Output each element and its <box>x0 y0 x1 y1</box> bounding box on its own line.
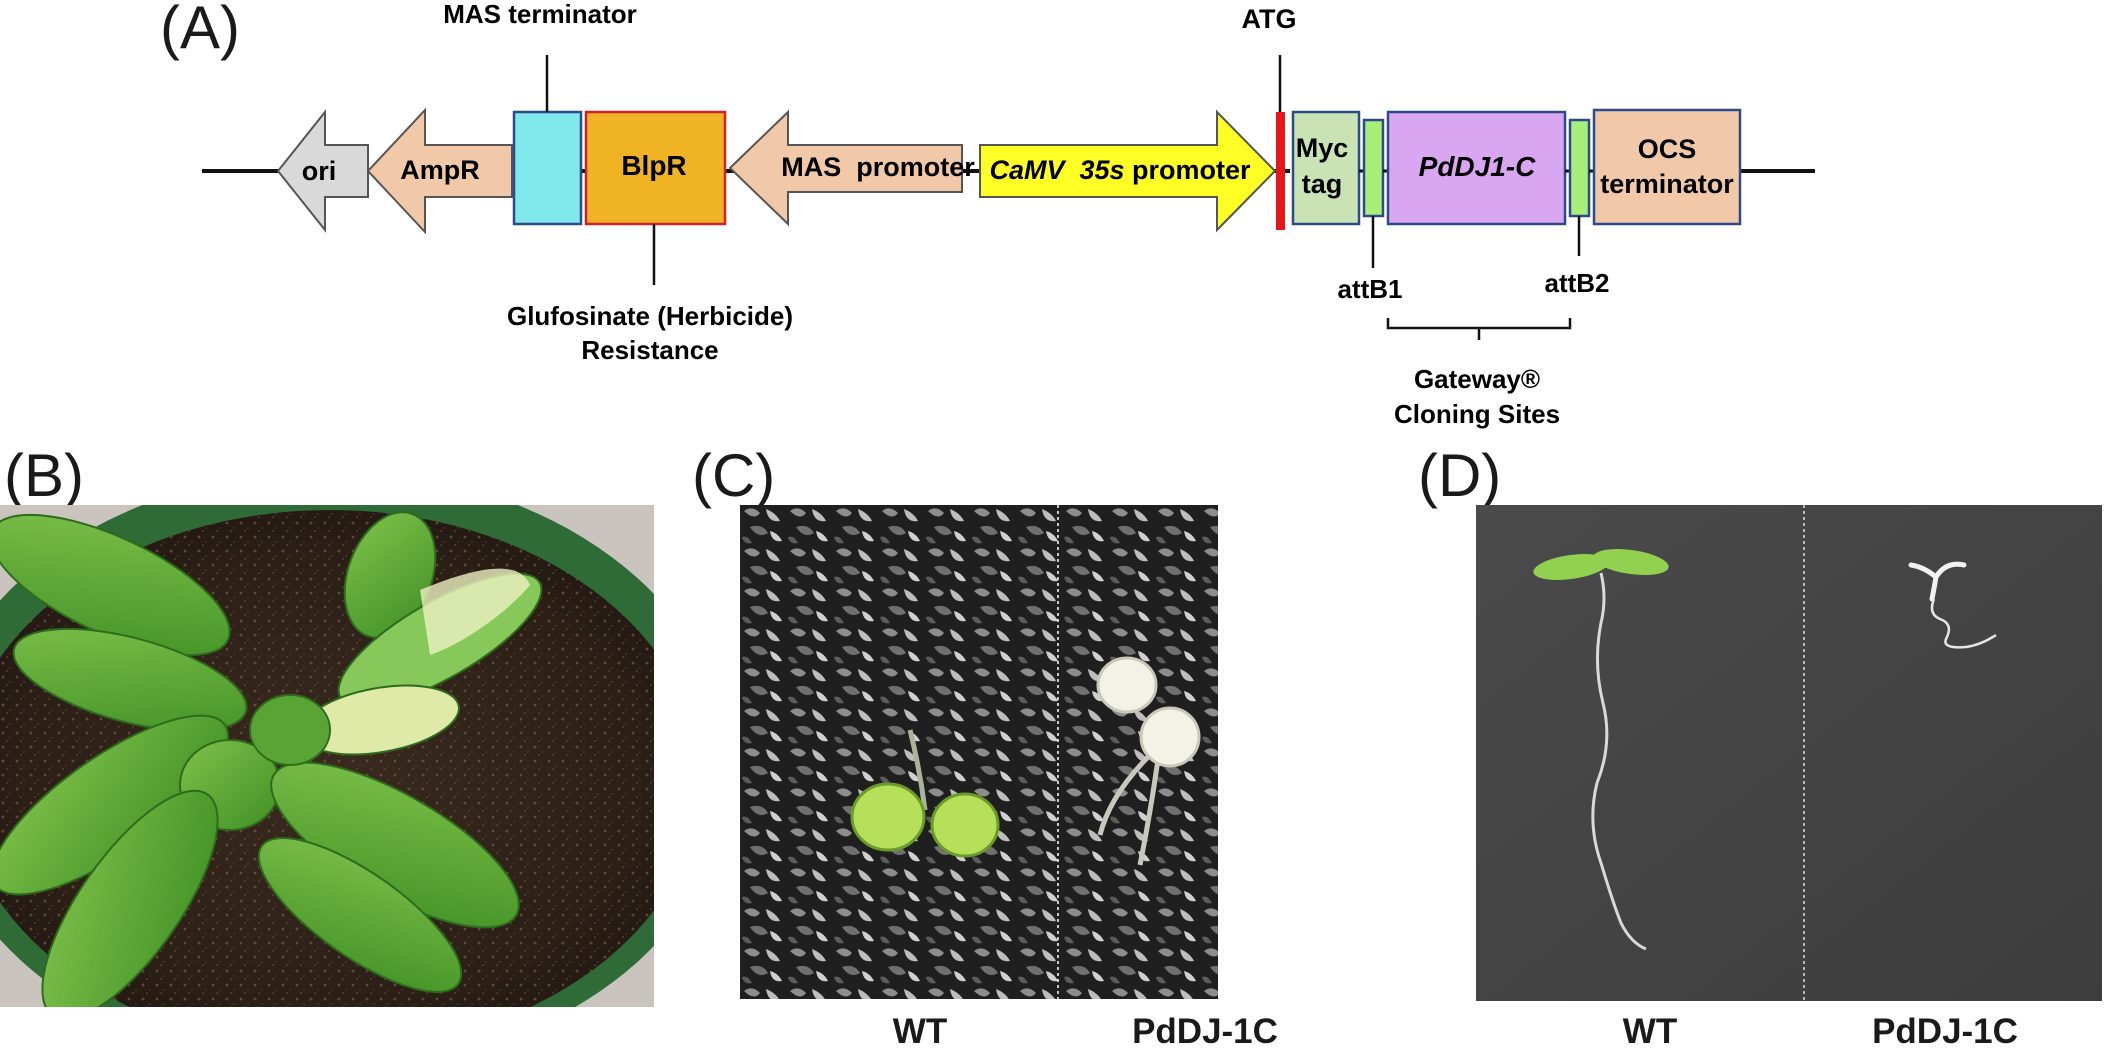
myc-tag-box <box>1291 110 1361 226</box>
mas-promoter-arrow <box>728 109 963 227</box>
panel-label-d: (D) <box>1418 442 1502 509</box>
glufosinate-label-line1: Glufosinate (Herbicide) <box>507 301 793 331</box>
wt-root <box>1591 572 1647 951</box>
mas-promoter-label: MAS promoter <box>781 152 975 182</box>
gateway-label-line1: Gateway® <box>1414 364 1540 394</box>
wt-cotyledon-right <box>930 792 1000 858</box>
seedling-soil-photo <box>740 505 1218 999</box>
camv-rest-text: promoter <box>1125 155 1252 185</box>
atg-bar <box>1276 112 1285 230</box>
ori-label: ori <box>302 156 337 186</box>
attb2-box <box>1568 118 1591 218</box>
caption-d-pddj: PdDJ-1C <box>1872 1012 2018 1051</box>
panel-label-c: (C) <box>692 442 776 509</box>
plate-bg <box>1476 505 2102 1001</box>
construct-diagram: ori AmpR MAS terminator BlpR Glufosinate… <box>202 0 1815 429</box>
gateway-bracket <box>1386 318 1572 340</box>
mutant-cotyledon-upper <box>1096 656 1158 714</box>
mas-terminator-box <box>512 110 583 226</box>
caption-c-pddj: PdDJ-1C <box>1132 1012 1278 1051</box>
panel-label-b: (B) <box>4 442 84 509</box>
plant-photo <box>0 505 654 1007</box>
caption-d-wt: WT <box>1622 1012 1678 1051</box>
attb1-box <box>1362 118 1385 218</box>
pddj1c-box <box>1386 110 1567 226</box>
ocs-terminator-box <box>1592 108 1742 226</box>
ocs-label-line2: terminator <box>1600 169 1734 199</box>
panel-label-a: (A) <box>160 0 240 61</box>
wt-seedling-stem <box>907 729 928 811</box>
glufosinate-label-line2: Resistance <box>581 335 718 365</box>
camv-italic-text: CaMV 35s <box>989 155 1124 185</box>
blpr-box <box>584 110 727 226</box>
wt-cotyledon-left <box>850 782 926 852</box>
camv-promoter-label: CaMV 35s promoter <box>989 155 1251 185</box>
seedling-plate-photo <box>1476 505 2102 1001</box>
pddj1c-label: PdDJ1-C <box>1419 151 1536 182</box>
mutant-cotyledon-lower <box>1139 706 1201 768</box>
myc-label-line1: Myc <box>1296 133 1349 163</box>
mutant-shoot <box>1908 561 1967 602</box>
soil-bg <box>740 505 1218 999</box>
mas-terminator-label: MAS terminator <box>443 0 637 29</box>
ampr-label: AmpR <box>400 155 480 185</box>
leaf-variegation <box>420 568 530 655</box>
attb1-label: attB1 <box>1337 274 1402 304</box>
gateway-label-line2: Cloning Sites <box>1394 399 1560 429</box>
wt-leaf-left <box>1533 553 1609 581</box>
wt-leaf-right <box>1593 548 1669 576</box>
camv-promoter-arrow <box>979 109 1277 233</box>
blpr-label: BlpR <box>621 150 686 181</box>
mutant-root <box>1930 598 1997 649</box>
atg-label: ATG <box>1242 4 1297 34</box>
ampr-arrow <box>366 107 513 235</box>
attb2-label: attB2 <box>1544 268 1609 298</box>
myc-label-line2: tag <box>1302 169 1343 199</box>
caption-c-wt: WT <box>892 1012 948 1051</box>
ocs-label-line1: OCS <box>1638 134 1697 164</box>
